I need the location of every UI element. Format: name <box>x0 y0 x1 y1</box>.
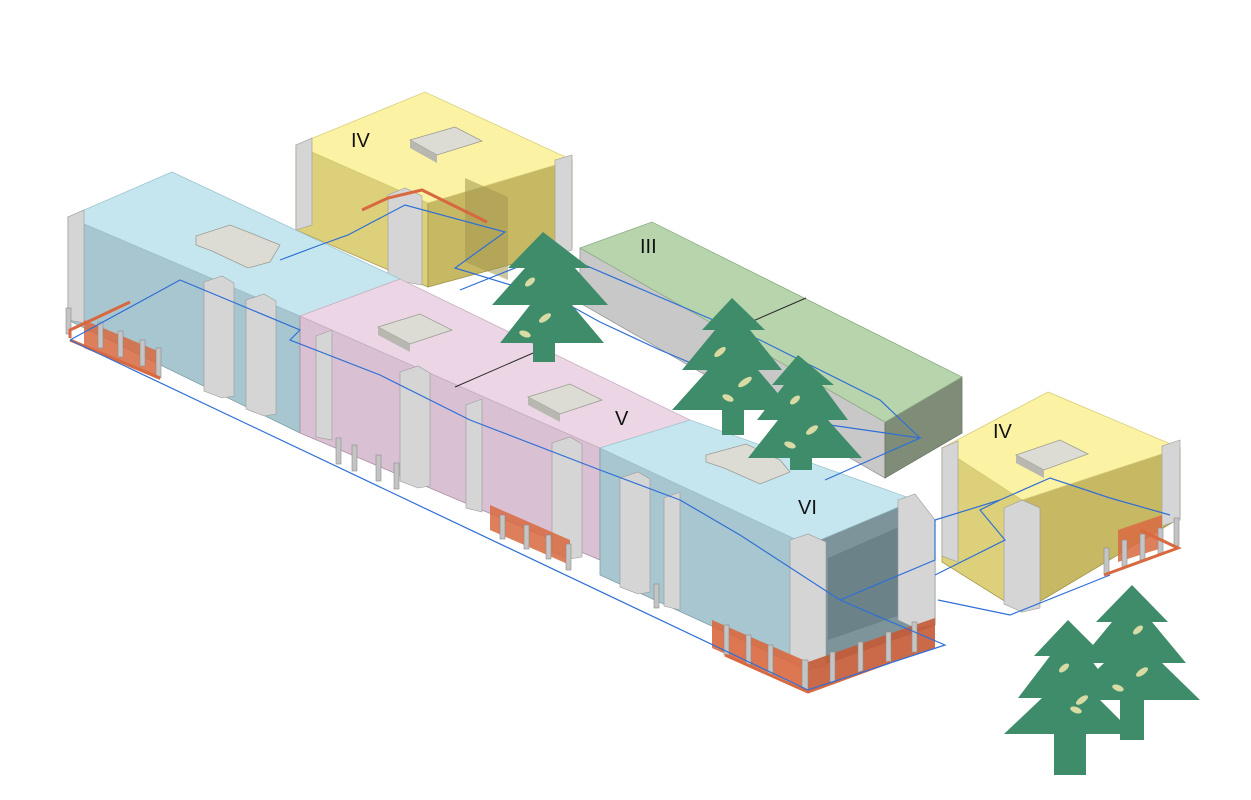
building-block-iv-east <box>941 391 1182 613</box>
label-north-block: IV <box>351 130 371 152</box>
tree <box>1004 620 1134 775</box>
label-east-block: IV <box>993 421 1013 443</box>
tree <box>672 298 792 435</box>
label-middle-block: III <box>640 236 657 258</box>
tree <box>748 355 862 470</box>
label-main-block-blue: VI <box>798 497 817 519</box>
tree-cluster-southeast <box>1004 585 1200 775</box>
tree <box>492 232 608 362</box>
main-building <box>65 171 936 694</box>
tree-cluster-north <box>492 232 862 470</box>
label-main-block-pink: V <box>615 408 629 430</box>
